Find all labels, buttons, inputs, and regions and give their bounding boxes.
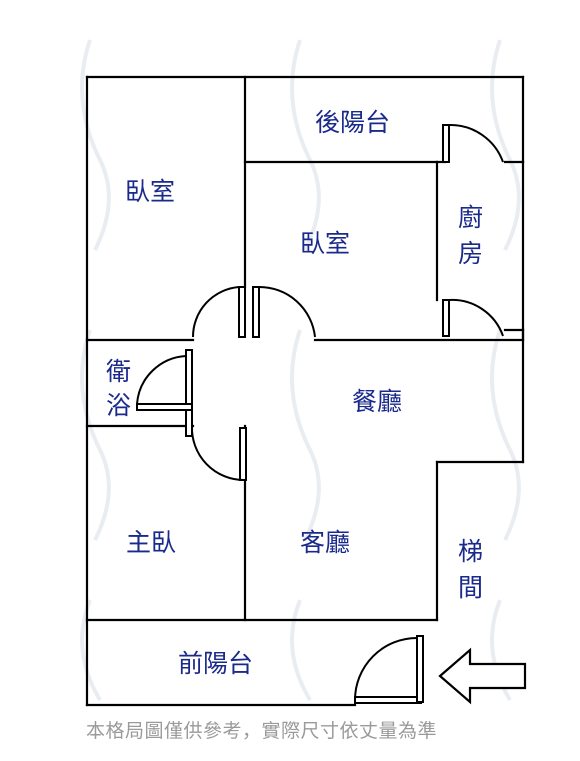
- label-kitchen-2: 房: [458, 239, 483, 268]
- door-kitchen: [442, 298, 504, 337]
- door-bedroom-2: [252, 285, 316, 338]
- door-front-entry: [354, 635, 424, 704]
- door-bathroom: [136, 349, 193, 411]
- disclaimer-text: 本格局圖僅供參考，實際尺寸依丈量為準: [86, 720, 438, 742]
- watermark-pattern: [80, 39, 521, 702]
- door-rear-balcony: [442, 123, 504, 163]
- label-bathroom-2: 浴: [106, 391, 131, 420]
- door-master-bedroom: [185, 409, 247, 481]
- label-stairwell-1: 梯: [458, 537, 483, 566]
- left-arrow-icon: [438, 647, 527, 705]
- outer-walls: [85, 75, 525, 707]
- label-living-room: 客廳: [300, 528, 350, 557]
- label-stairwell-2: 間: [458, 573, 483, 602]
- label-bedroom-1: 臥室: [125, 177, 175, 206]
- label-bedroom-2: 臥室: [300, 229, 350, 258]
- label-bathroom-1: 衛: [106, 357, 131, 386]
- label-front-balcony: 前陽台: [178, 649, 253, 678]
- label-kitchen-1: 廚: [458, 203, 483, 232]
- label-dining-room: 餐廳: [352, 387, 402, 416]
- label-rear-balcony: 後陽台: [315, 108, 390, 137]
- label-master-bedroom: 主臥: [126, 528, 176, 557]
- door-bedroom-1: [191, 286, 246, 338]
